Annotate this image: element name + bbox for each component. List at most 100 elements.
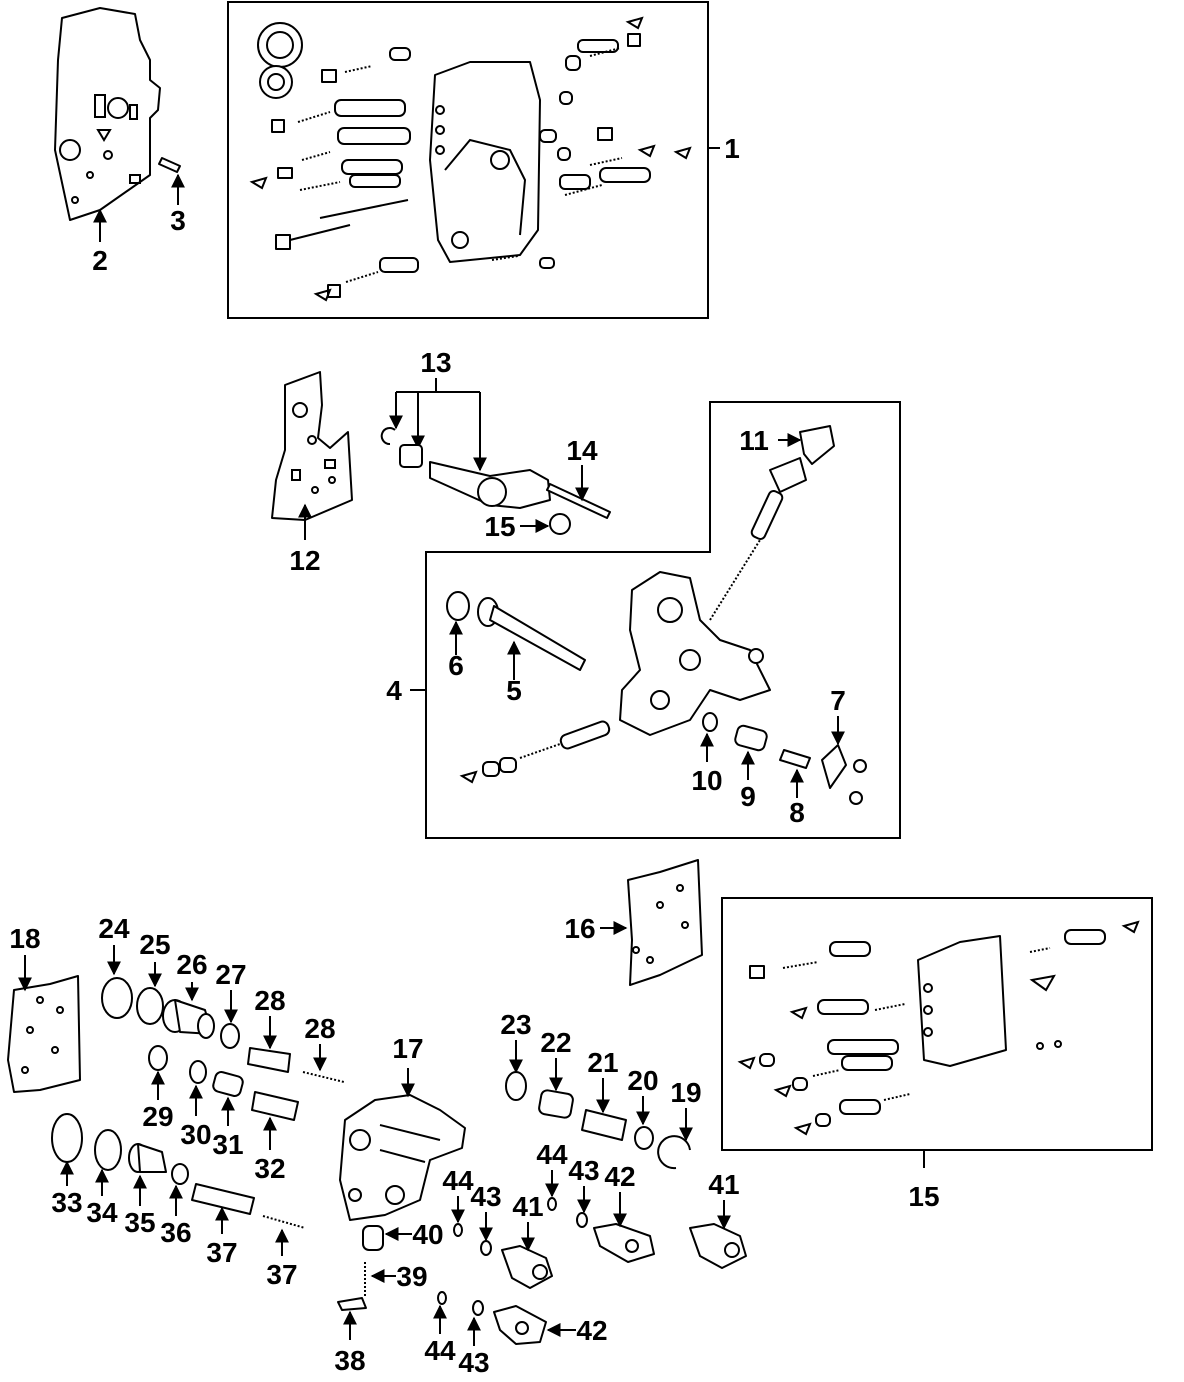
part-27-seal: [220, 1023, 240, 1049]
part-1-frame: [227, 1, 709, 319]
part-44-o-ring-b: [547, 1197, 557, 1211]
part-11-cap: [799, 425, 835, 465]
part-38-retainer: [337, 1297, 367, 1311]
part-33-snap-ring: [51, 1113, 83, 1163]
part-15-frame: [721, 897, 1153, 1151]
callout-37-a: 37: [206, 1237, 237, 1268]
callout-32: 32: [254, 1153, 285, 1184]
callout-8: 8: [789, 797, 805, 828]
callout-1: 1: [724, 133, 740, 164]
part-42-solenoid-b: [493, 1305, 547, 1345]
part-30-seal: [189, 1060, 207, 1084]
callout-36: 36: [160, 1217, 191, 1248]
callout-2: 2: [92, 245, 108, 276]
callout-44-c: 44: [424, 1335, 456, 1366]
callout-11: 11: [739, 425, 769, 456]
callout-21: 21: [587, 1047, 618, 1078]
part-34-seal-ring: [94, 1129, 122, 1171]
part-2-spacer-plate: [54, 7, 161, 221]
part-31-plug: [212, 1071, 244, 1097]
callout-38: 38: [334, 1345, 365, 1376]
part-42-solenoid-a: [593, 1223, 655, 1263]
part-16-spacer-plate: [627, 859, 703, 986]
callout-41-b: 41: [708, 1169, 739, 1200]
callout-25: 25: [139, 929, 170, 960]
callout-26: 26: [176, 949, 207, 980]
callout-18: 18: [9, 923, 40, 954]
part-41-solenoid-a: [501, 1245, 553, 1289]
callout-15-lower: 15: [908, 1181, 939, 1212]
callout-43-c: 43: [458, 1347, 489, 1378]
part-24-snap-ring: [101, 977, 133, 1019]
callout-43-a: 43: [470, 1181, 501, 1212]
part-4-frame: [425, 401, 901, 839]
callout-37-b: 37: [266, 1259, 297, 1290]
callout-4: 4: [386, 675, 402, 706]
part-36-seal: [171, 1163, 189, 1185]
callout-16: 16: [564, 913, 595, 944]
callout-9: 9: [740, 781, 756, 812]
part-18-spacer-plate: [7, 975, 81, 1093]
callout-15-upper: 15: [484, 511, 515, 542]
part-4-valve-body: [459, 457, 807, 784]
part-10-o-ring: [702, 712, 718, 732]
part-37-spring-a: [191, 1183, 255, 1215]
callout-34: 34: [86, 1197, 118, 1228]
callout-31: 31: [212, 1129, 243, 1160]
part-19-snap-ring: [657, 1135, 691, 1170]
callout-10: 10: [691, 765, 722, 796]
part-22-plug: [538, 1089, 574, 1119]
callout-39: 39: [396, 1261, 427, 1292]
callout-29: 29: [142, 1101, 173, 1132]
part-28-spring-a: [247, 1047, 291, 1073]
callout-28-b: 28: [304, 1013, 335, 1044]
callout-24: 24: [98, 913, 130, 944]
part-6-seal-ring: [446, 591, 470, 621]
part-5-valve: [477, 597, 586, 671]
callout-19: 19: [670, 1077, 701, 1108]
callout-44-b: 44: [536, 1139, 568, 1170]
callout-20: 20: [627, 1065, 658, 1096]
callout-42-b: 42: [576, 1315, 607, 1346]
part-26-piston: [162, 999, 215, 1039]
part-40-plug: [362, 1225, 384, 1251]
callout-40: 40: [412, 1219, 443, 1250]
callout-13: 13: [420, 347, 451, 378]
callout-23: 23: [500, 1009, 531, 1040]
callout-35: 35: [124, 1207, 155, 1238]
callout-22: 22: [540, 1027, 571, 1058]
callout-27: 27: [215, 959, 246, 990]
callout-14: 14: [566, 435, 598, 466]
callout-12: 12: [289, 545, 320, 576]
part-25-seal-ring: [136, 987, 164, 1025]
callout-43-b: 43: [568, 1155, 599, 1186]
callout-7: 7: [830, 685, 846, 716]
part-43-o-ring-a: [480, 1240, 492, 1256]
part-14-rod: [546, 483, 611, 519]
callout-28-a: 28: [254, 985, 285, 1016]
part-35-piston: [128, 1143, 167, 1173]
part-9-plug: [734, 724, 768, 752]
callout-30: 30: [180, 1119, 211, 1150]
part-1-valve-body-assembly: [249, 16, 692, 302]
part-8-spring: [779, 749, 811, 769]
part-3-pin: [158, 157, 181, 173]
part-43-o-ring-c: [472, 1300, 484, 1316]
part-15-valve-body-assembly: [737, 920, 1140, 1136]
callout-17: 17: [392, 1033, 423, 1064]
callout-44-a: 44: [442, 1165, 474, 1196]
part-44-o-ring-a: [453, 1223, 463, 1237]
callout-6: 6: [448, 650, 464, 681]
part-29-seal: [148, 1045, 168, 1071]
part-21-spring: [581, 1109, 627, 1141]
callout-33: 33: [51, 1187, 82, 1218]
part-12-spacer-plate: [271, 371, 353, 521]
callout-3: 3: [170, 205, 186, 236]
part-37-spring-b: [262, 1215, 306, 1229]
part-32-spring: [251, 1091, 299, 1121]
part-28-spring-b: [302, 1071, 345, 1083]
part-13-shaft-assembly: [380, 427, 551, 509]
part-20-seal: [634, 1126, 654, 1150]
part-7-retainer-plate: [821, 744, 867, 805]
